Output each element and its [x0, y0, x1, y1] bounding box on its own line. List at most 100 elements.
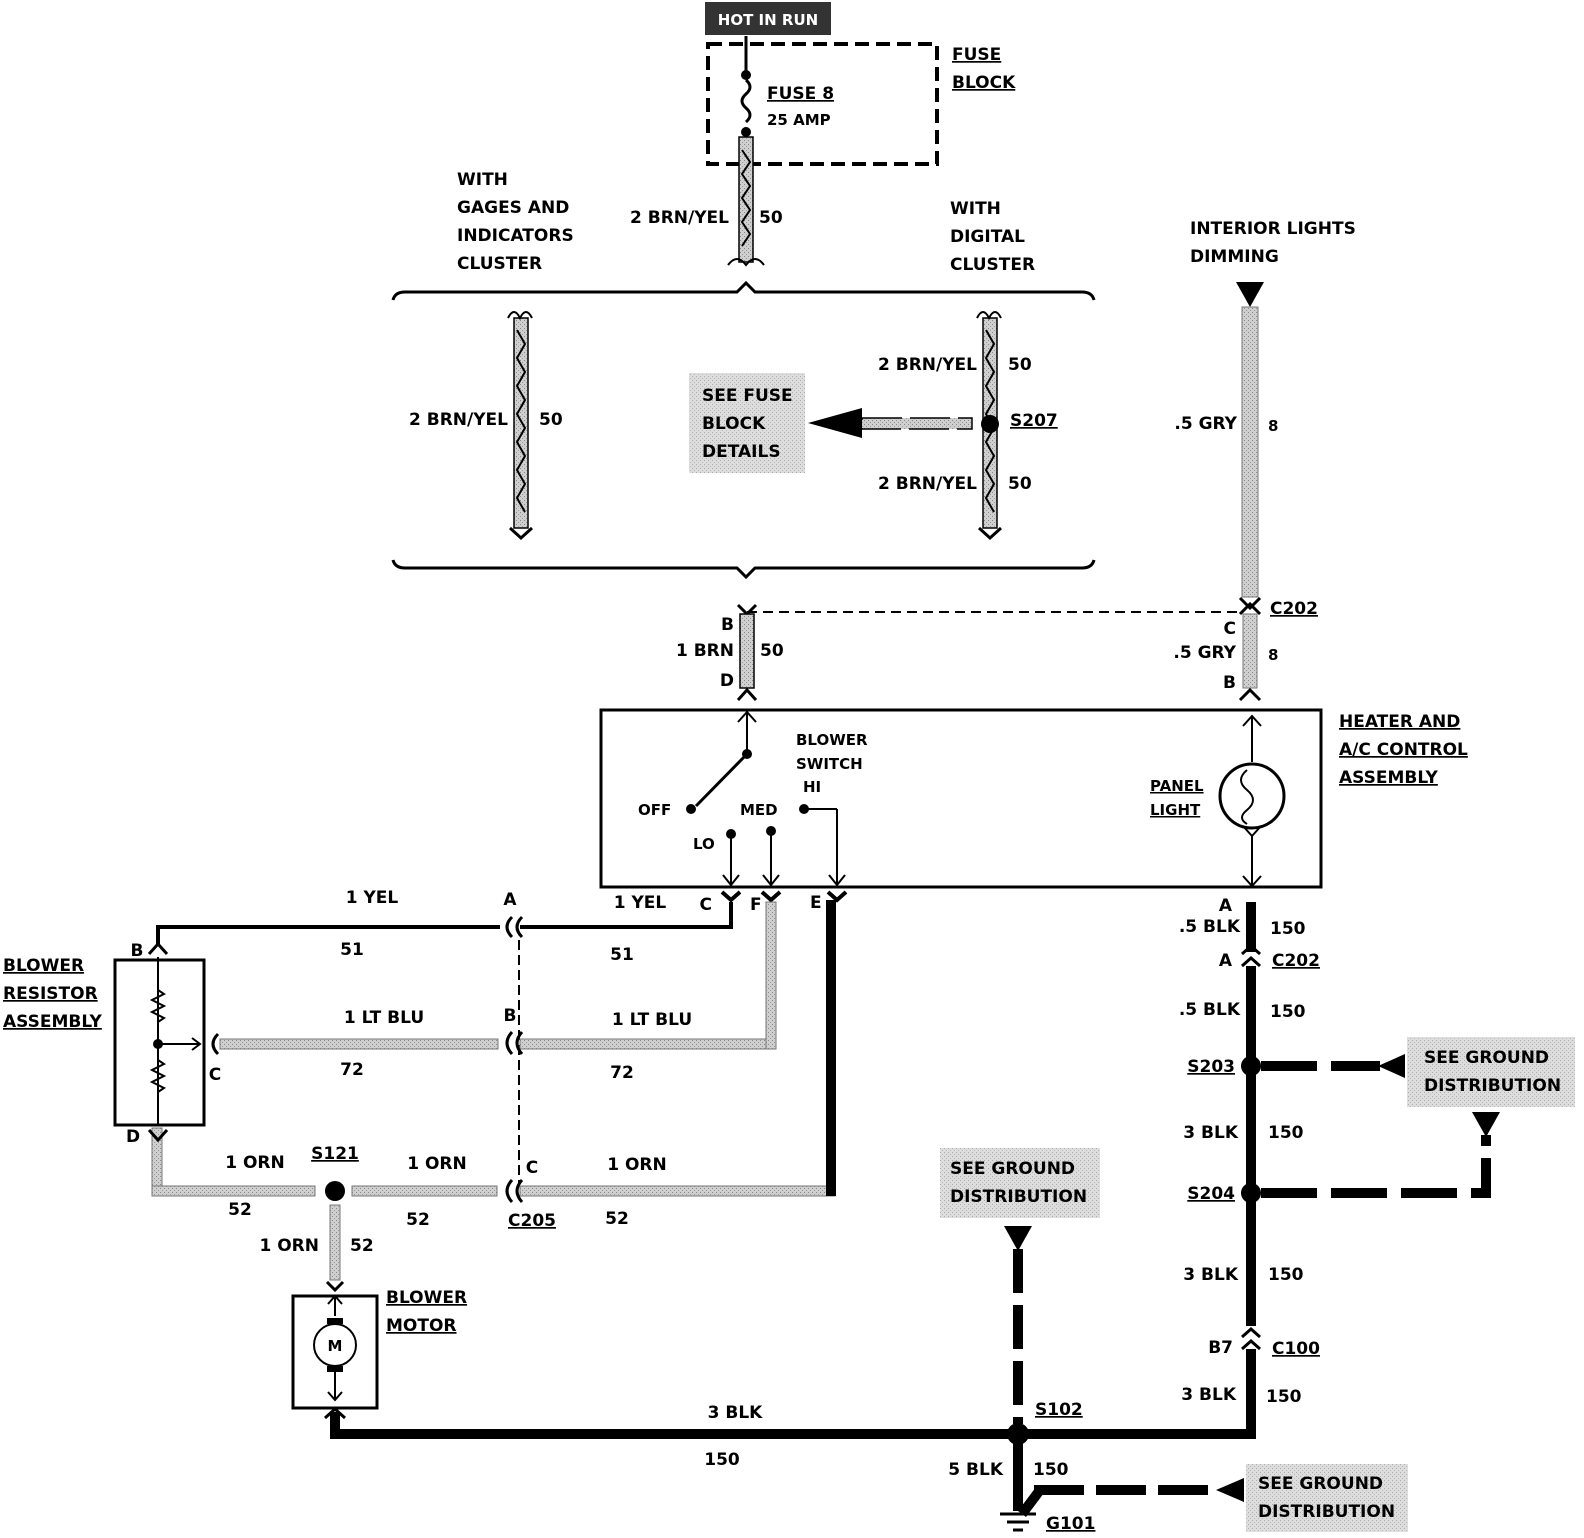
- svg-text:F: F: [750, 895, 762, 915]
- s204-splice: [1241, 1183, 1261, 1203]
- variant-left-2: GAGES AND: [457, 198, 569, 218]
- svg-text:PANEL: PANEL: [1150, 777, 1204, 795]
- svg-text:150: 150: [1270, 1002, 1306, 1022]
- svg-text:2 BRN/YEL: 2 BRN/YEL: [878, 355, 977, 375]
- svg-text:52: 52: [350, 1236, 374, 1256]
- svg-text:SEE GROUND: SEE GROUND: [1258, 1474, 1383, 1494]
- svg-text:C: C: [526, 1158, 538, 1178]
- svg-text:150: 150: [704, 1450, 740, 1470]
- c202-upper: B 1 BRN 50 D C202 C .5 GRY 8 B: [676, 596, 1318, 702]
- svg-text:150: 150: [1268, 1265, 1304, 1285]
- svg-text:G101: G101: [1046, 1514, 1095, 1534]
- svg-text:SEE GROUND: SEE GROUND: [1424, 1048, 1549, 1068]
- svg-text:.5 GRY: .5 GRY: [1173, 643, 1236, 663]
- svg-text:50: 50: [1008, 474, 1032, 494]
- svg-text:HEATER AND: HEATER AND: [1339, 712, 1460, 732]
- svg-text:A: A: [503, 890, 517, 910]
- svg-text:1 ORN: 1 ORN: [607, 1155, 667, 1175]
- svg-text:C: C: [1224, 619, 1236, 639]
- svg-text:3 BLK: 3 BLK: [708, 1403, 764, 1423]
- see-ground-note-2: SEE GROUND DISTRIBUTION: [940, 1148, 1100, 1218]
- svg-text:BLOWER: BLOWER: [386, 1288, 467, 1308]
- svg-text:1 LT BLU: 1 LT BLU: [612, 1010, 692, 1030]
- ltblu-wire: 1 LT BLU 72 1 LT BLU 72 B: [219, 901, 777, 1083]
- svg-text:B: B: [1223, 673, 1236, 693]
- orn-wire: 1 ORN 52 S121 1 ORN 52 1 ORN 52 1 ORN 52…: [151, 900, 836, 1293]
- svg-text:.5 BLK: .5 BLK: [1179, 917, 1241, 937]
- svg-text:RESISTOR: RESISTOR: [3, 984, 98, 1004]
- blower-motor: M BLOWER MOTOR: [291, 1288, 467, 1420]
- svg-text:8: 8: [1268, 417, 1278, 435]
- svg-text:OFF: OFF: [638, 801, 671, 819]
- s121-splice: [325, 1181, 345, 1201]
- svg-text:S102: S102: [1035, 1400, 1083, 1420]
- svg-text:1 LT BLU: 1 LT BLU: [344, 1008, 424, 1028]
- arrow-down-icon: [1004, 1226, 1032, 1251]
- svg-text:3 BLK: 3 BLK: [1181, 1385, 1237, 1405]
- svg-text:D: D: [720, 671, 734, 691]
- resistor-icon: [149, 1059, 167, 1093]
- svg-text:3 BLK: 3 BLK: [1183, 1123, 1239, 1143]
- svg-text:ASSEMBLY: ASSEMBLY: [3, 1012, 103, 1032]
- s207-splice: [981, 415, 999, 433]
- hot-in-run-label: HOT IN RUN: [705, 2, 831, 35]
- svg-text:INTERIOR LIGHTS: INTERIOR LIGHTS: [1190, 219, 1356, 239]
- bottom-brace: [391, 559, 1096, 580]
- ground-circuit: A .5 BLK 150 A C202 .5 BLK 150 S203 3 BL…: [330, 896, 1500, 1534]
- svg-text:MOTOR: MOTOR: [386, 1316, 457, 1336]
- svg-text:B: B: [504, 1006, 517, 1026]
- svg-text:LIGHT: LIGHT: [1150, 801, 1201, 819]
- svg-text:C202: C202: [1272, 951, 1320, 971]
- see-fuse-block-note: SEE FUSE BLOCK DETAILS: [689, 373, 805, 473]
- svg-text:BLOWER: BLOWER: [3, 956, 84, 976]
- fuse-block-title-1: FUSE: [952, 45, 1001, 65]
- svg-text:150: 150: [1270, 919, 1306, 939]
- svg-text:HOT IN RUN: HOT IN RUN: [718, 11, 818, 29]
- svg-text:A: A: [1219, 951, 1233, 971]
- svg-text:.5 BLK: .5 BLK: [1179, 1000, 1241, 1020]
- svg-text:C: C: [209, 1065, 221, 1085]
- svg-text:1 BRN: 1 BRN: [676, 641, 734, 661]
- dimming-circuit: INTERIOR LIGHTS DIMMING .5 GRY 8: [1174, 219, 1356, 598]
- svg-text:150: 150: [1033, 1460, 1069, 1480]
- svg-text:B: B: [721, 615, 734, 635]
- variant-left-1: WITH: [457, 170, 508, 190]
- svg-text:SWITCH: SWITCH: [796, 755, 863, 773]
- svg-text:150: 150: [1268, 1123, 1304, 1143]
- fuse-name: FUSE 8: [767, 84, 834, 104]
- blower-switch-blade: [694, 752, 749, 808]
- svg-text:51: 51: [610, 945, 634, 965]
- svg-text:MED: MED: [740, 801, 778, 819]
- svg-text:51: 51: [340, 940, 364, 960]
- variant-right-2: DIGITAL: [950, 227, 1025, 247]
- svg-text:1 ORN: 1 ORN: [407, 1154, 467, 1174]
- svg-text:1 ORN: 1 ORN: [225, 1153, 285, 1173]
- svg-text:50: 50: [539, 410, 563, 430]
- svg-text:1 YEL: 1 YEL: [346, 888, 399, 908]
- svg-text:.5 GRY: .5 GRY: [1174, 414, 1237, 434]
- arrow-down-icon: [1472, 1112, 1500, 1137]
- svg-text:52: 52: [406, 1210, 430, 1230]
- fuse-rating: 25 AMP: [767, 111, 831, 129]
- see-ground-note-1: SEE GROUND DISTRIBUTION: [1407, 1037, 1575, 1107]
- svg-text:1 YEL: 1 YEL: [614, 893, 667, 913]
- svg-text:150: 150: [1266, 1387, 1302, 1407]
- fuse-block: FUSE 8 25 AMP FUSE BLOCK: [706, 36, 1016, 166]
- digital-wire: 2 BRN/YEL 50 2 BRN/YEL 50 S207: [808, 311, 1058, 541]
- svg-text:B7: B7: [1208, 1338, 1233, 1358]
- svg-text:5 BLK: 5 BLK: [948, 1460, 1004, 1480]
- arrow-left-icon: [1378, 1054, 1405, 1078]
- yel-wire: 1 YEL 51 1 YEL 51 A: [156, 888, 733, 965]
- fuse-icon: [740, 78, 752, 124]
- svg-text:2 BRN/YEL: 2 BRN/YEL: [630, 208, 729, 228]
- svg-text:BLOWER: BLOWER: [796, 731, 868, 749]
- variant-left-3: INDICATORS: [457, 226, 574, 246]
- svg-text:C: C: [700, 895, 712, 915]
- svg-text:DIMMING: DIMMING: [1190, 247, 1279, 267]
- svg-text:E: E: [810, 893, 822, 913]
- svg-text:M: M: [328, 1337, 343, 1355]
- svg-text:D: D: [126, 1127, 140, 1147]
- s102-splice: [1007, 1423, 1029, 1445]
- arrow-left-icon: [1216, 1478, 1244, 1502]
